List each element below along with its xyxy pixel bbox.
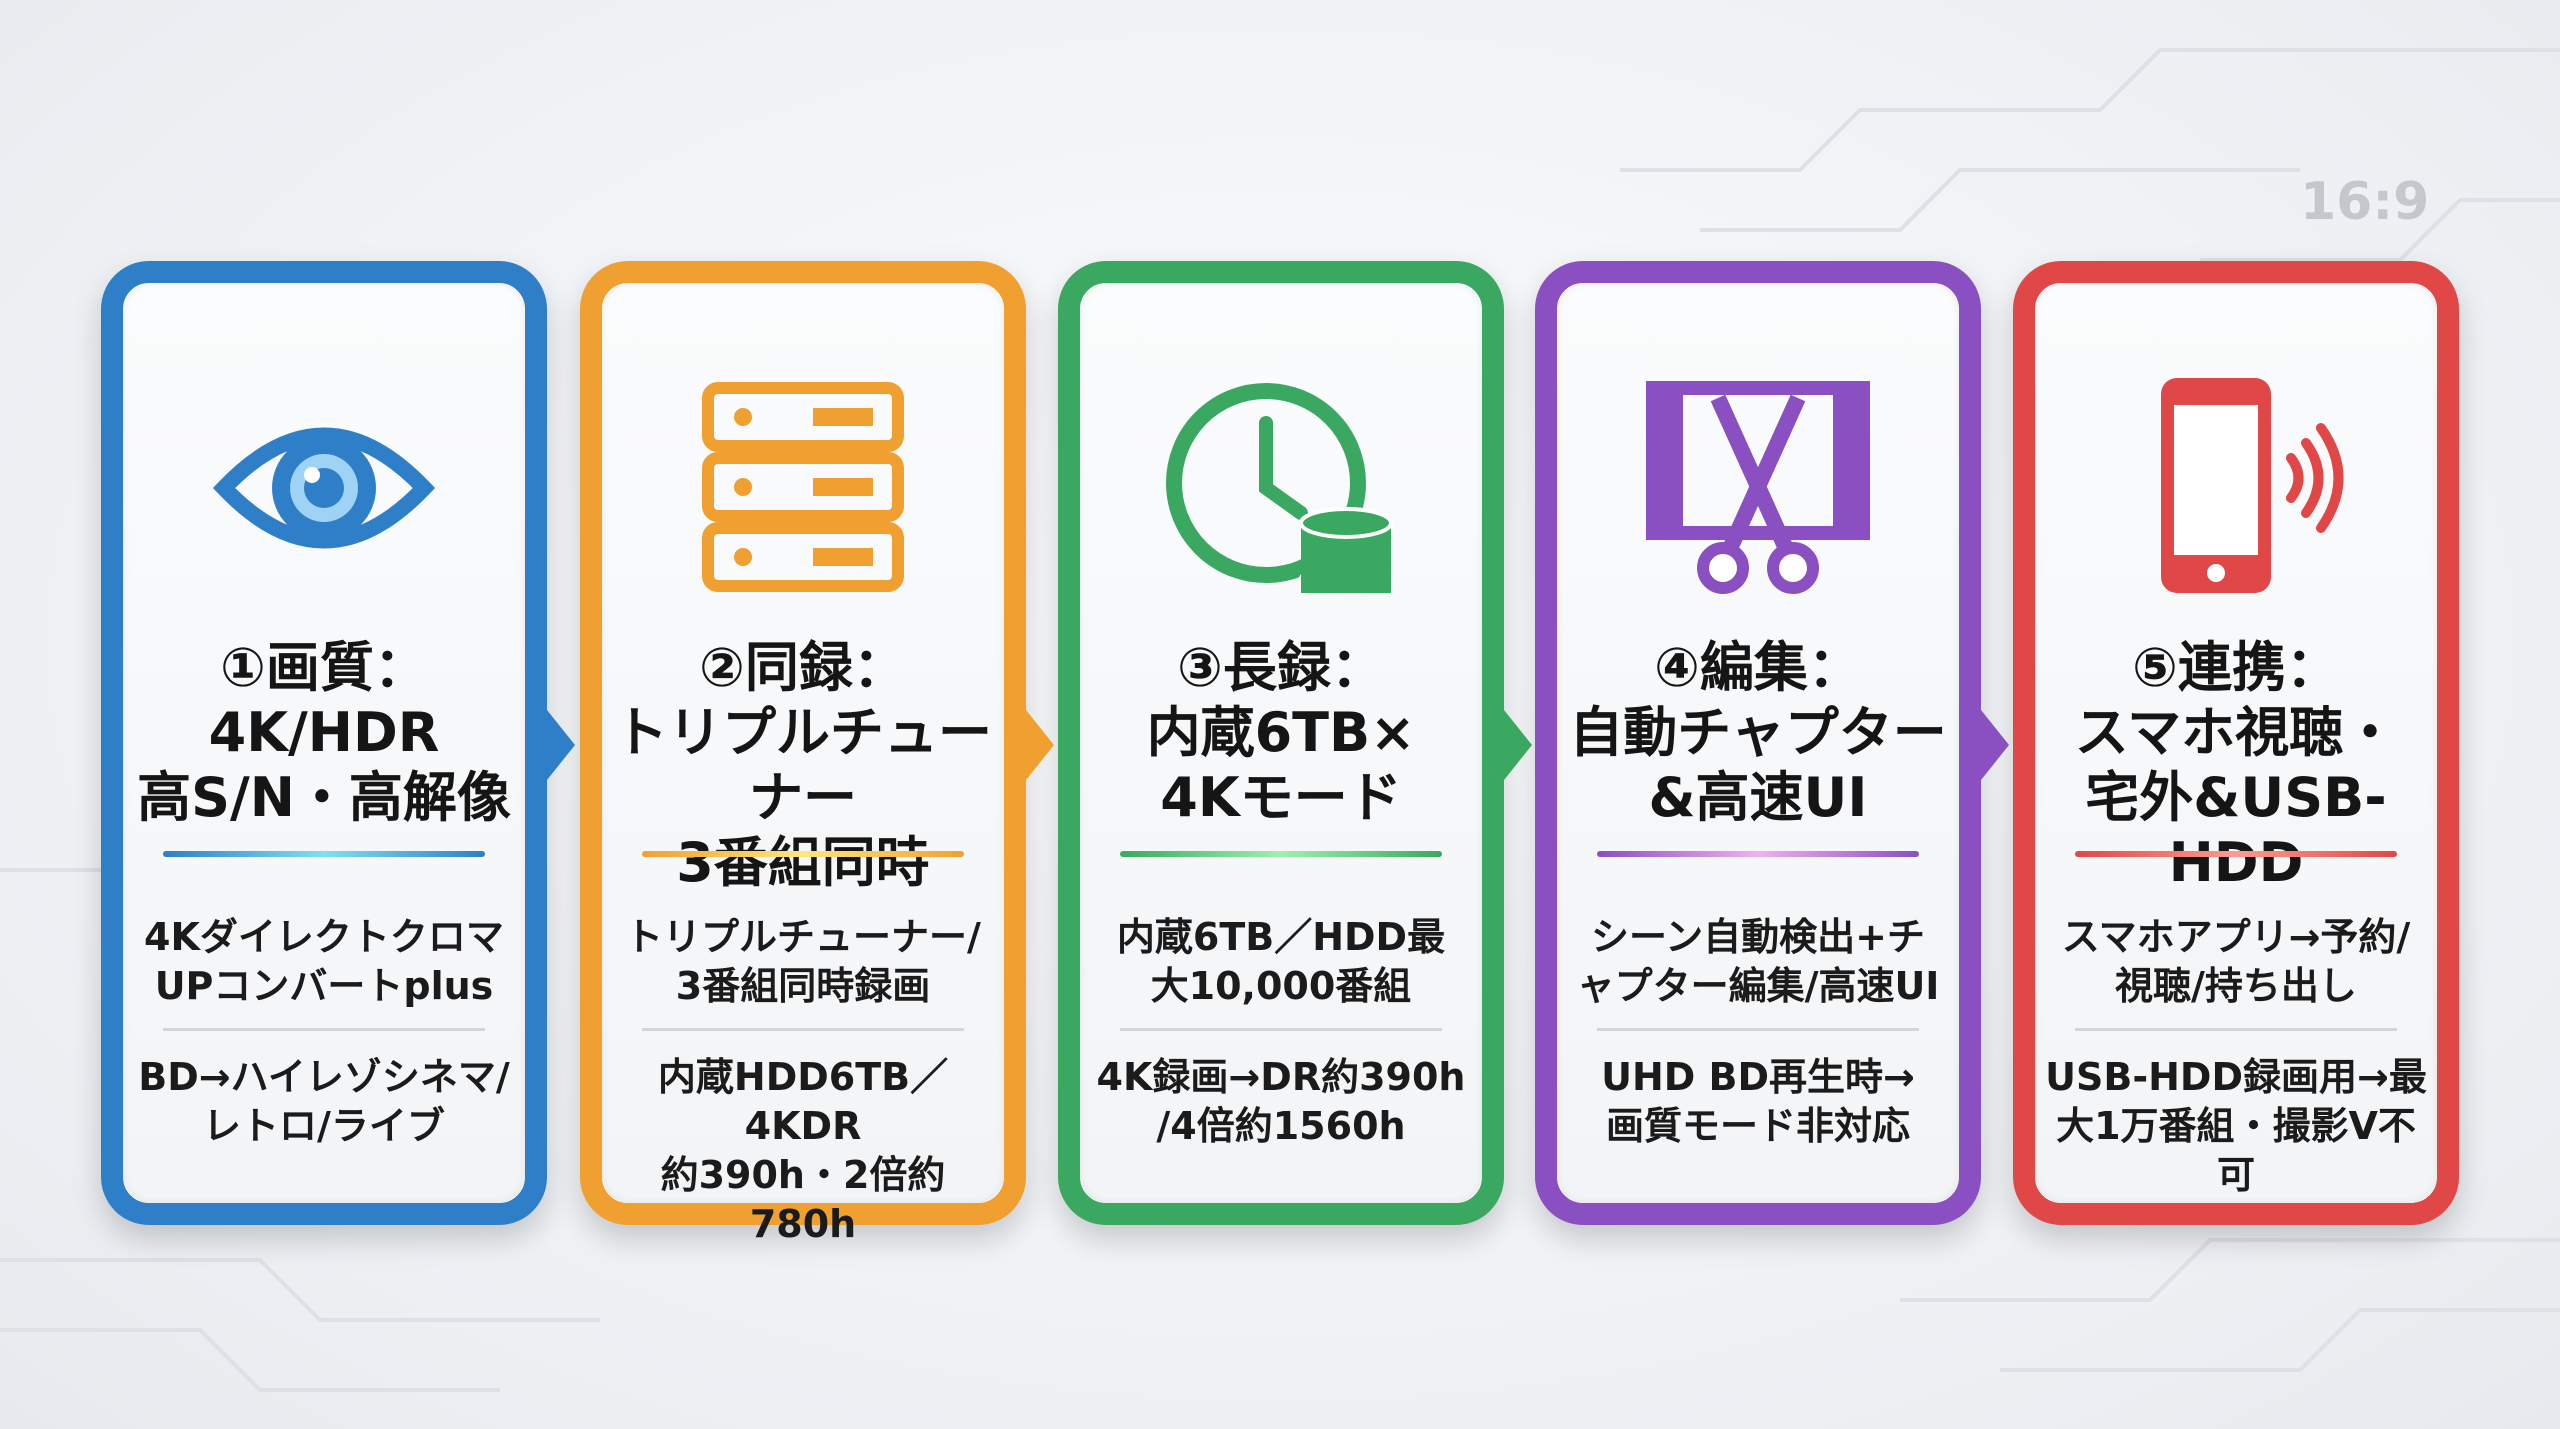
card-detail-secondary: UHD BD再生時→ 画質モード非対応 — [1565, 1053, 1951, 1151]
card-detail-secondary: 4K録画→DR約390h/4倍約1560h — [1088, 1053, 1474, 1151]
detail-line: 約390h・2倍約780h — [660, 1153, 946, 1246]
detail-line: 3番組同時録画 — [675, 964, 931, 1008]
title-line: 4Kモード — [1160, 766, 1402, 829]
detail-line: 4K録画→DR約390h — [1096, 1055, 1466, 1099]
eye-icon — [204, 373, 444, 603]
detail-line: USB-HDD録画用→最 — [2045, 1055, 2427, 1099]
feature-card: ③長録：内蔵6TB×4Kモード 内蔵6TB／HDD最大10,000番組 4K録画… — [1058, 261, 1504, 1225]
card-detail-primary: シーン自動検出+チャプター編集/高速UI — [1565, 913, 1951, 1011]
accent-divider — [163, 851, 485, 857]
title-line: ②同録： — [699, 636, 907, 699]
chevron-right-icon — [547, 710, 575, 780]
title-line: トリプルチューナー — [614, 701, 992, 829]
detail-line: 画質モード非対応 — [1605, 1104, 1910, 1148]
accent-divider — [1120, 851, 1442, 857]
card-title: ⑤連携：スマホ視聴・宅外&USB-HDD — [2035, 635, 2437, 895]
accent-divider — [2075, 851, 2397, 857]
server-icon — [683, 373, 923, 603]
card-detail-secondary: USB-HDD録画用→最大1万番組・撮影V不可 — [2043, 1053, 2429, 1200]
card-detail-primary: スマホアプリ→予約/視聴/持ち出し — [2043, 913, 2429, 1011]
title-line: 3番組同時 — [676, 831, 930, 894]
chevron-right-icon — [1026, 710, 1054, 780]
feature-card: ⑤連携：スマホ視聴・宅外&USB-HDD スマホアプリ→予約/視聴/持ち出し U… — [2013, 261, 2459, 1225]
chevron-right-icon — [1981, 710, 2009, 780]
divider — [163, 1028, 485, 1031]
card-detail-primary: 内蔵6TB／HDD最大10,000番組 — [1088, 913, 1474, 1011]
card-body: ④編集：自動チャプター&高速UI シーン自動検出+チャプター編集/高速UI UH… — [1557, 283, 1959, 1203]
aspect-ratio-label: 16:9 — [2300, 172, 2430, 232]
film-scissors-icon — [1638, 373, 1878, 603]
title-line: スマホ視聴・ — [2074, 701, 2398, 764]
feature-card: ④編集：自動チャプター&高速UI シーン自動検出+チャプター編集/高速UI UH… — [1535, 261, 1981, 1225]
detail-line: レトロ/ライブ — [203, 1104, 445, 1148]
card-title: ④編集：自動チャプター&高速UI — [1557, 635, 1959, 830]
detail-line: 視聴/持ち出し — [2115, 964, 2357, 1008]
card-detail-secondary: BD→ハイレゾシネマ/レトロ/ライブ — [131, 1053, 517, 1151]
detail-line: UPコンバートplus — [154, 964, 494, 1008]
detail-line: シーン自動検出+チ — [1591, 915, 1925, 959]
title-line: ⑤連携： — [2132, 636, 2340, 699]
detail-line: /4倍約1560h — [1156, 1104, 1406, 1148]
detail-line: 内蔵HDD6TB／4KDR — [657, 1055, 949, 1148]
detail-line: 4Kダイレクトクロマ — [144, 915, 504, 959]
divider — [1597, 1028, 1919, 1031]
chevron-right-icon — [1504, 710, 1532, 780]
title-line: 高S/N・高解像 — [137, 766, 511, 829]
detail-line: 大1万番組・撮影V不可 — [2056, 1104, 2416, 1197]
title-line: 4K/HDR — [208, 701, 440, 764]
title-line: 内蔵6TB× — [1146, 701, 1416, 764]
title-line: &高速UI — [1648, 766, 1868, 829]
title-line: ④編集： — [1654, 636, 1862, 699]
detail-line: UHD BD再生時→ — [1601, 1055, 1915, 1099]
detail-line: トリプルチューナー/ — [625, 915, 981, 959]
card-title: ③長録：内蔵6TB×4Kモード — [1080, 635, 1482, 830]
detail-line: BD→ハイレゾシネマ/ — [138, 1055, 510, 1099]
detail-line: スマホアプリ→予約/ — [2061, 915, 2411, 959]
clock-database-icon — [1161, 373, 1401, 603]
title-line: ③長録： — [1177, 636, 1385, 699]
smartphone-signal-icon — [2116, 373, 2356, 603]
title-line: ①画質： — [220, 636, 428, 699]
accent-divider — [642, 851, 964, 857]
title-line: 自動チャプター — [1569, 701, 1947, 764]
card-body: ③長録：内蔵6TB×4Kモード 内蔵6TB／HDD最大10,000番組 4K録画… — [1080, 283, 1482, 1203]
detail-line: 大10,000番組 — [1150, 964, 1412, 1008]
detail-line: ャプター編集/高速UI — [1576, 964, 1940, 1008]
accent-divider — [1597, 851, 1919, 857]
divider — [642, 1028, 964, 1031]
divider — [2075, 1028, 2397, 1031]
title-line: 宅外&USB-HDD — [2085, 766, 2387, 894]
card-body: ⑤連携：スマホ視聴・宅外&USB-HDD スマホアプリ→予約/視聴/持ち出し U… — [2035, 283, 2437, 1203]
card-detail-primary: トリプルチューナー/3番組同時録画 — [610, 913, 996, 1011]
divider — [1120, 1028, 1442, 1031]
card-detail-primary: 4Kダイレクトクロマ UPコンバートplus — [131, 913, 517, 1011]
detail-line: 内蔵6TB／HDD最 — [1116, 915, 1446, 959]
